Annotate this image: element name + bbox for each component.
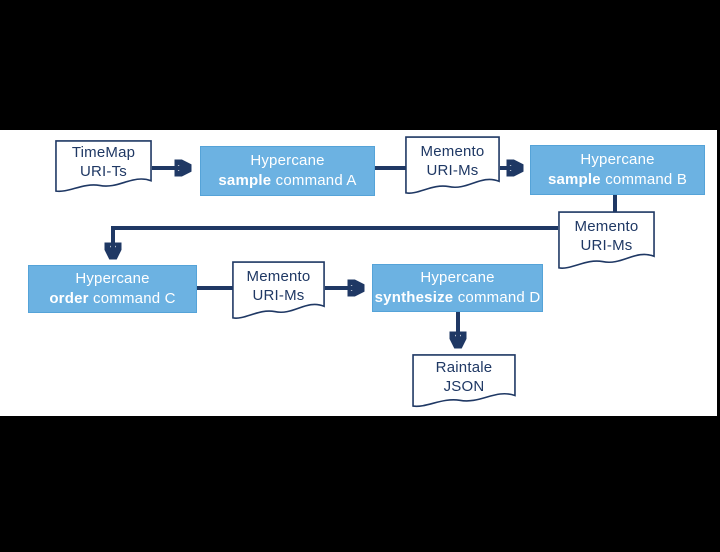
doc-label: Raintale JSON <box>412 354 516 408</box>
doc-line2: JSON <box>443 377 485 395</box>
node-hypercane-order-c: Hypercane order command C <box>28 265 197 313</box>
doc-label: Memento URI-Ms <box>558 211 655 270</box>
box-command-name: sample <box>218 172 272 189</box>
doc-label: Memento URI-Ms <box>232 261 325 320</box>
box-title: Hypercane <box>75 270 150 287</box>
doc-line1: Memento <box>574 218 639 235</box>
box-subtitle: sample command B <box>548 170 687 190</box>
node-hypercane-sample-a: Hypercane sample command A <box>200 146 375 196</box>
node-hypercane-sample-b: Hypercane sample command B <box>530 145 705 195</box>
box-command-rest: command C <box>88 290 176 307</box>
doc-line2: URI-Ms <box>252 287 305 304</box>
box-title: Hypercane <box>580 151 655 168</box>
doc-line1: Memento <box>420 143 485 160</box>
box-subtitle: sample command A <box>218 171 356 191</box>
node-memento-uri-ms-3: Memento URI-Ms <box>232 261 325 320</box>
box-command-rest: command B <box>600 171 688 188</box>
document-shape-icon <box>405 136 500 195</box>
box-title: Hypercane <box>250 152 325 169</box>
box-subtitle: synthesize command D <box>375 288 541 308</box>
document-shape-icon <box>232 261 325 320</box>
node-timemap-uri-ts: TimeMap URI-Ts <box>55 140 152 193</box>
doc-label: TimeMap URI-Ts <box>55 140 152 193</box>
doc-line2: URI-Ts <box>79 163 128 180</box>
doc-line1: TimeMap <box>71 144 136 161</box>
doc-line2: URI-Ms <box>426 162 479 179</box>
box-command-name: synthesize <box>374 289 454 306</box>
doc-line1: Memento <box>246 268 311 285</box>
box-subtitle: order command C <box>49 289 175 309</box>
node-raintale-json: Raintale JSON <box>412 354 516 408</box>
slide-canvas: TimeMap URI-Ts Hypercane sample command … <box>0 130 717 416</box>
node-memento-uri-ms-1: Memento URI-Ms <box>405 136 500 195</box>
node-hypercane-synthesize-d: Hypercane synthesize command D <box>372 264 543 312</box>
arrow-memento2-to-box-c <box>113 226 558 256</box>
box-title: Hypercane <box>420 269 495 286</box>
doc-line2: URI-Ms <box>580 237 633 254</box>
node-memento-uri-ms-2: Memento URI-Ms <box>558 211 655 270</box>
doc-label: Memento URI-Ms <box>405 136 500 195</box>
document-shape-icon <box>558 211 655 270</box>
box-command-name: order <box>49 290 89 307</box>
doc-line1: Raintale <box>435 358 493 376</box>
box-command-rest: command A <box>271 172 357 189</box>
box-command-rest: command D <box>453 289 541 306</box>
box-command-name: sample <box>547 171 601 188</box>
document-shape-icon <box>55 140 152 193</box>
document-shape-icon <box>412 354 516 408</box>
